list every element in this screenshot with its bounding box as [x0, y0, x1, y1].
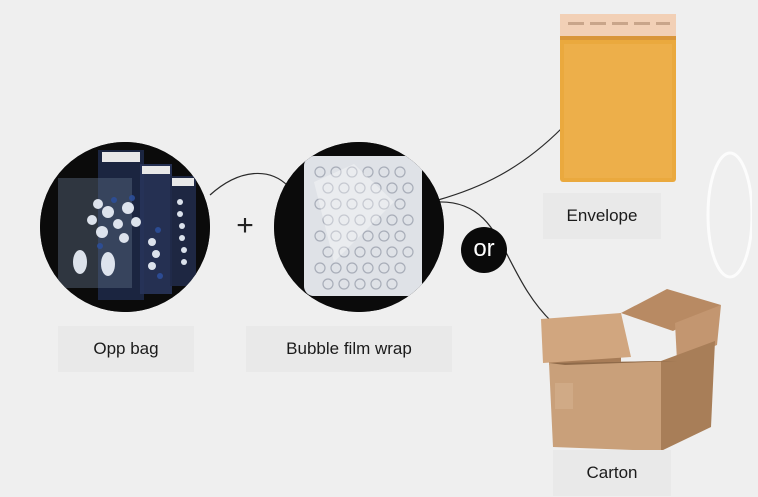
padded-envelope-photo-icon — [560, 14, 676, 182]
connector-opp-to-bubble — [209, 173, 289, 196]
opp-bag-photo — [40, 142, 210, 312]
reflection-shape — [706, 151, 752, 279]
connector-bubble-to-envelope — [437, 127, 563, 201]
or-badge: or — [461, 227, 507, 273]
bubble-film-wrap-label: Bubble film wrap — [246, 326, 452, 372]
carton-label: Carton — [553, 450, 671, 496]
cardboard-box-photo-icon — [541, 289, 721, 451]
bubble-wrap-photo — [274, 142, 444, 312]
jewelry-photo-icon — [40, 142, 210, 312]
carton-photo — [535, 283, 725, 455]
envelope-label: Envelope — [543, 193, 661, 239]
opp-bag-label: Opp bag — [58, 326, 194, 372]
bubble-wrap-photo-icon — [274, 142, 444, 312]
plus-sign: + — [236, 209, 254, 242]
envelope-photo — [560, 14, 676, 184]
